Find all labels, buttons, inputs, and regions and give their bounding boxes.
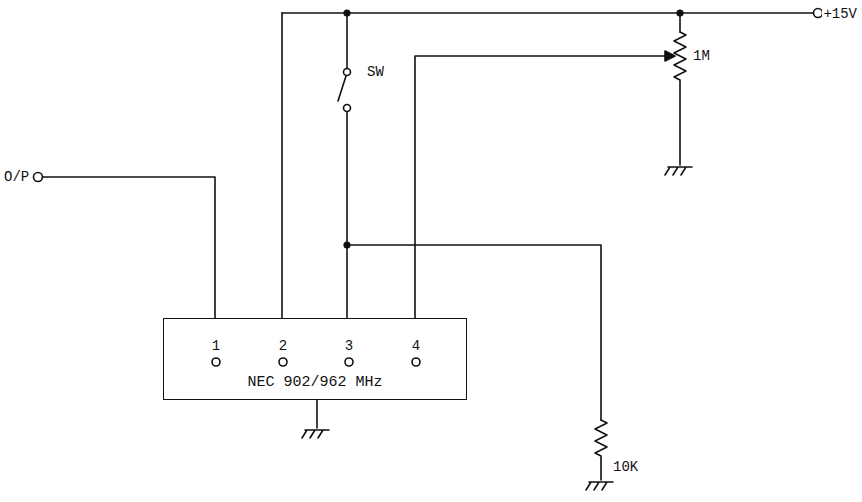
pin-number: 4 xyxy=(411,339,421,353)
pin-terminal xyxy=(345,358,353,366)
pin-terminal xyxy=(212,358,220,366)
switch-blade xyxy=(338,76,346,101)
switch-contact xyxy=(344,105,351,112)
component-label: 1M xyxy=(692,49,711,63)
pin3-wire xyxy=(346,112,348,318)
module-label: NEC 902/962 MHz xyxy=(247,374,382,399)
switch-contact xyxy=(344,69,351,76)
ground-symbol xyxy=(665,167,692,175)
switch-wire xyxy=(346,13,348,68)
wiper-wire xyxy=(415,56,670,318)
pot-wire xyxy=(679,13,681,32)
component-label: +15V xyxy=(822,7,858,21)
pin-number: 1 xyxy=(211,339,221,353)
pin-terminal xyxy=(279,358,287,366)
resistor-symbol xyxy=(595,420,607,480)
wiper-arrow xyxy=(665,51,675,61)
component-label: 10K xyxy=(612,460,639,474)
output-terminal xyxy=(34,173,43,182)
pin-number: 3 xyxy=(344,339,354,353)
supply-terminal xyxy=(814,9,823,18)
pin-terminal xyxy=(412,358,420,366)
module-ground-wire xyxy=(316,400,318,428)
resistor-wire xyxy=(347,245,601,420)
supply-rail xyxy=(282,12,813,14)
component-label: SW xyxy=(366,65,385,79)
pin1-wire xyxy=(43,177,216,318)
pin2-wire xyxy=(281,13,283,318)
component-label: O/P xyxy=(3,170,30,184)
module-box: NEC 902/962 MHz xyxy=(163,318,467,400)
ground-symbol xyxy=(302,430,329,438)
pin-number: 2 xyxy=(278,339,288,353)
ground-symbol xyxy=(586,482,613,490)
potentiometer-symbol xyxy=(674,32,686,165)
